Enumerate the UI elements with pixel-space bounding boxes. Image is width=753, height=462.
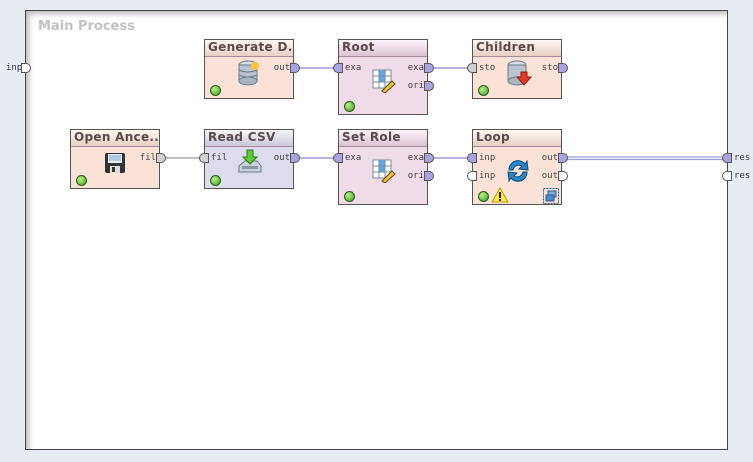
setrole-ori-out-port[interactable] <box>424 171 434 181</box>
process-input-port[interactable] <box>21 63 31 73</box>
operator-read-csv[interactable]: Read CSV fil out <box>204 129 294 189</box>
port-label-sto-out: sto <box>541 63 558 73</box>
process-output-label-2: res <box>734 171 751 181</box>
loop-inp-in-port-1[interactable] <box>467 153 477 163</box>
table-edit-icon <box>372 69 396 93</box>
operator-name: Set Role <box>339 130 427 147</box>
operator-loop[interactable]: Loop inp inp out out <box>472 129 562 205</box>
children-sto-in-port[interactable] <box>467 63 477 73</box>
process-title: Main Process <box>38 19 135 34</box>
readcsv-fil-in-port[interactable] <box>199 153 209 163</box>
port-label-exa-out: exa <box>407 153 424 163</box>
operator-set-role[interactable]: Set Role exa exa ori <box>338 129 428 205</box>
process-output-label-1: res <box>734 153 751 163</box>
port-label-sto-in: sto <box>479 63 496 73</box>
port-label-out-2: out <box>541 171 558 181</box>
operator-generate-data[interactable]: Generate D... out <box>204 39 294 99</box>
setrole-exa-in-port[interactable] <box>333 153 343 163</box>
status-indicator <box>76 175 87 186</box>
process-output-port-1[interactable] <box>722 153 732 163</box>
status-indicator <box>344 101 355 112</box>
loop-arrows-icon <box>507 159 529 183</box>
children-sto-out-port[interactable] <box>558 63 568 73</box>
loop-out-port-2[interactable] <box>558 171 568 181</box>
status-indicator <box>344 191 355 202</box>
status-indicator <box>210 85 221 96</box>
port-label-inp-2: inp <box>479 171 496 181</box>
subprocess-icon[interactable] <box>543 188 559 204</box>
status-indicator <box>478 191 489 202</box>
port-label-out: out <box>273 63 290 73</box>
port-label-ori: ori <box>407 81 424 91</box>
operator-name: Read CSV <box>205 130 293 147</box>
warning-icon[interactable] <box>491 187 509 203</box>
status-indicator <box>210 175 221 186</box>
root-exa-in-port[interactable] <box>333 63 343 73</box>
readcsv-out-port[interactable] <box>290 153 300 163</box>
operator-name: Loop <box>473 130 561 147</box>
import-tray-icon <box>238 149 262 173</box>
database-generate-icon <box>238 60 259 86</box>
process-input-label: inp <box>6 63 23 73</box>
root-ori-out-port[interactable] <box>424 81 434 91</box>
port-label-fil-in: fil <box>211 153 228 163</box>
operator-name: Generate D... <box>205 40 293 57</box>
port-label-exa-out: exa <box>407 63 424 73</box>
loop-inp-in-port-2[interactable] <box>467 171 477 181</box>
root-exa-out-port[interactable] <box>424 63 434 73</box>
port-label-exa-in: exa <box>345 153 362 163</box>
open-fil-out-port[interactable] <box>156 153 166 163</box>
operator-root[interactable]: Root exa exa ori <box>338 39 428 115</box>
loop-out-port-1[interactable] <box>558 153 568 163</box>
database-store-icon <box>507 60 532 86</box>
operator-open-file[interactable]: Open Ance... fil <box>70 129 160 189</box>
port-label-fil: fil <box>139 153 156 163</box>
operator-name: Root <box>339 40 427 57</box>
operator-name: Children <box>473 40 561 57</box>
port-label-exa-in: exa <box>345 63 362 73</box>
port-label-out: out <box>273 153 290 163</box>
generate-out-port[interactable] <box>290 63 300 73</box>
floppy-disk-icon <box>105 153 125 173</box>
port-label-ori: ori <box>407 171 424 181</box>
port-label-inp-1: inp <box>479 153 496 163</box>
process-output-port-2[interactable] <box>722 171 732 181</box>
setrole-exa-out-port[interactable] <box>424 153 434 163</box>
status-indicator <box>478 85 489 96</box>
operator-name: Open Ance... <box>71 130 159 147</box>
port-label-out-1: out <box>541 153 558 163</box>
table-edit-icon <box>372 159 396 183</box>
operator-children[interactable]: Children sto sto <box>472 39 562 99</box>
